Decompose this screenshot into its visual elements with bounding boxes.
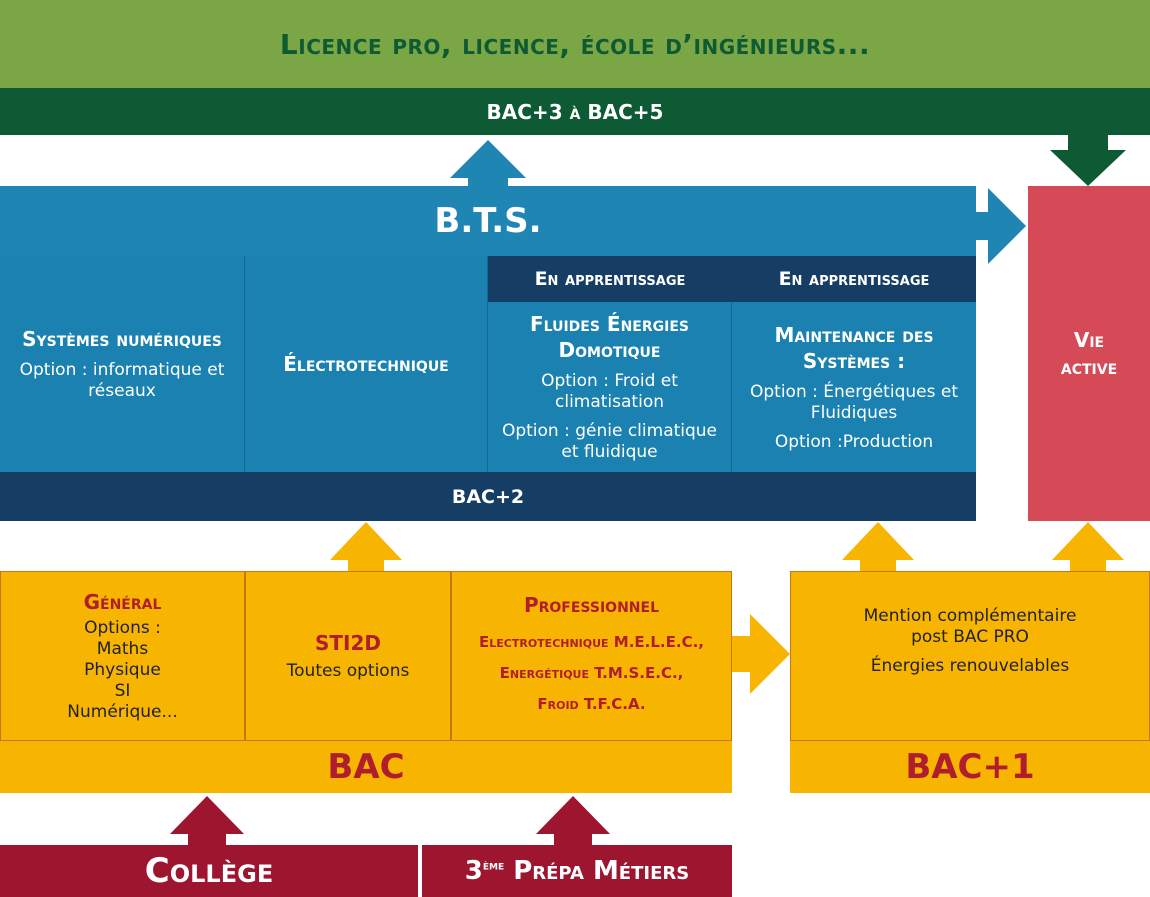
bac-pro-box: Professionnel Electrotechnique M.E.L.E.C… bbox=[451, 571, 732, 741]
bts-col-option: Option :Production bbox=[774, 431, 934, 452]
bts-col-option: Option : génie climatique et fluidique bbox=[501, 421, 718, 462]
college-bar: Collège bbox=[0, 845, 418, 897]
bac-general-line: SI bbox=[114, 680, 131, 701]
top-title: Licence pro, licence, école d’ingénieurs… bbox=[279, 27, 871, 61]
bac1-line: post BAC PRO bbox=[911, 626, 1029, 647]
bac-level-label: BAC bbox=[327, 747, 405, 787]
prepa-rest: Prépa Métiers bbox=[513, 856, 690, 886]
arrow-college-to-bac bbox=[170, 796, 244, 845]
bts-level-bar: BAC+2 bbox=[0, 472, 976, 521]
arrow-bac1-to-vie bbox=[1052, 522, 1124, 572]
apprentissage-label: En apprentissage bbox=[534, 268, 686, 290]
bts-col-electrotechnique: Électrotechnique bbox=[245, 256, 488, 472]
bts-level-label: BAC+2 bbox=[451, 485, 525, 508]
bts-col-title: Systèmes numériques bbox=[22, 327, 222, 351]
arrow-top-to-vie bbox=[1050, 135, 1126, 186]
bts-col-title: Électrotechnique bbox=[283, 352, 449, 376]
arrow-pro-to-bac1 bbox=[732, 614, 790, 694]
bac1-level-bar: BAC+1 bbox=[790, 741, 1150, 793]
bac-general-line: Maths bbox=[96, 638, 149, 659]
college-label: Collège bbox=[144, 851, 274, 891]
apprentissage-badge-1: En apprentissage bbox=[488, 256, 732, 302]
bts-col-maintenance: Maintenance des Systèmes : Option : Éner… bbox=[732, 302, 976, 472]
bts-col-fluides: Fluides Énergies Domotique Option : Froi… bbox=[488, 302, 732, 472]
bac-general-line: Numérique... bbox=[67, 701, 178, 722]
arrow-prepa-to-bac bbox=[536, 796, 610, 845]
bac-pro-line: Froid T.F.C.A. bbox=[537, 694, 646, 713]
bts-col-option: Option : Froid et climatisation bbox=[541, 371, 678, 412]
bac-sti2d-subtitle: Toutes options bbox=[286, 660, 410, 681]
bac-sti2d-title: STI2D bbox=[314, 630, 381, 655]
vie-active-box: Vie active bbox=[1028, 186, 1150, 521]
bts-col-title: Fluides Énergies Domotique bbox=[530, 312, 689, 362]
arrow-bts-to-top bbox=[450, 140, 526, 188]
arrow-bac-to-bts bbox=[330, 522, 402, 572]
prepa-metiers-label: 3ème Prépa Métiers bbox=[465, 856, 689, 886]
bac-general-line: Options : bbox=[84, 617, 161, 638]
bac-pro-line: Energétique T.M.S.E.C., bbox=[499, 663, 684, 682]
bac-pro-title: Professionnel bbox=[523, 592, 660, 617]
bts-col-option: Option : informatique et réseaux bbox=[19, 360, 225, 401]
bac1-box: Mention complémentaire post BAC PRO Éner… bbox=[790, 571, 1150, 741]
top-level-bar: BAC+3 à BAC+5 bbox=[0, 88, 1150, 135]
bac-level-bar: BAC bbox=[0, 741, 732, 793]
prepa-metiers-bar: 3ème Prépa Métiers bbox=[422, 845, 732, 897]
bts-col-option: Option : Énergétiques et Fluidiques bbox=[750, 381, 958, 423]
arrow-bac1-to-bts bbox=[842, 522, 914, 572]
bac1-line: Énergies renouvelables bbox=[870, 655, 1070, 676]
bac1-line: Mention complémentaire bbox=[863, 605, 1077, 626]
bac-general-box: Général Options : Maths Physique SI Numé… bbox=[0, 571, 245, 741]
bac-general-title: Général bbox=[83, 589, 162, 614]
top-level-label: BAC+3 à BAC+5 bbox=[486, 99, 664, 124]
bts-col-systemes-numeriques: Systèmes numériques Option : informatiqu… bbox=[0, 256, 245, 472]
bac-general-line: Physique bbox=[84, 659, 161, 680]
prepa-sup: ème bbox=[482, 858, 505, 874]
vie-active-label: Vie active bbox=[1060, 327, 1118, 379]
apprentissage-label: En apprentissage bbox=[778, 268, 930, 290]
bts-col-title: Maintenance des Systèmes : bbox=[774, 322, 934, 373]
bac-pro-line: Electrotechnique M.E.L.E.C., bbox=[479, 632, 704, 651]
top-banner: Licence pro, licence, école d’ingénieurs… bbox=[0, 0, 1150, 88]
bts-title: B.T.S. bbox=[434, 201, 542, 241]
apprentissage-badge-2: En apprentissage bbox=[732, 256, 976, 302]
bts-header: B.T.S. bbox=[0, 186, 976, 256]
arrow-bts-to-vie bbox=[976, 188, 1026, 264]
prepa-num: 3 bbox=[464, 856, 483, 886]
bac-sti2d-box: STI2D Toutes options bbox=[245, 571, 451, 741]
bac1-level-label: BAC+1 bbox=[905, 747, 1035, 787]
